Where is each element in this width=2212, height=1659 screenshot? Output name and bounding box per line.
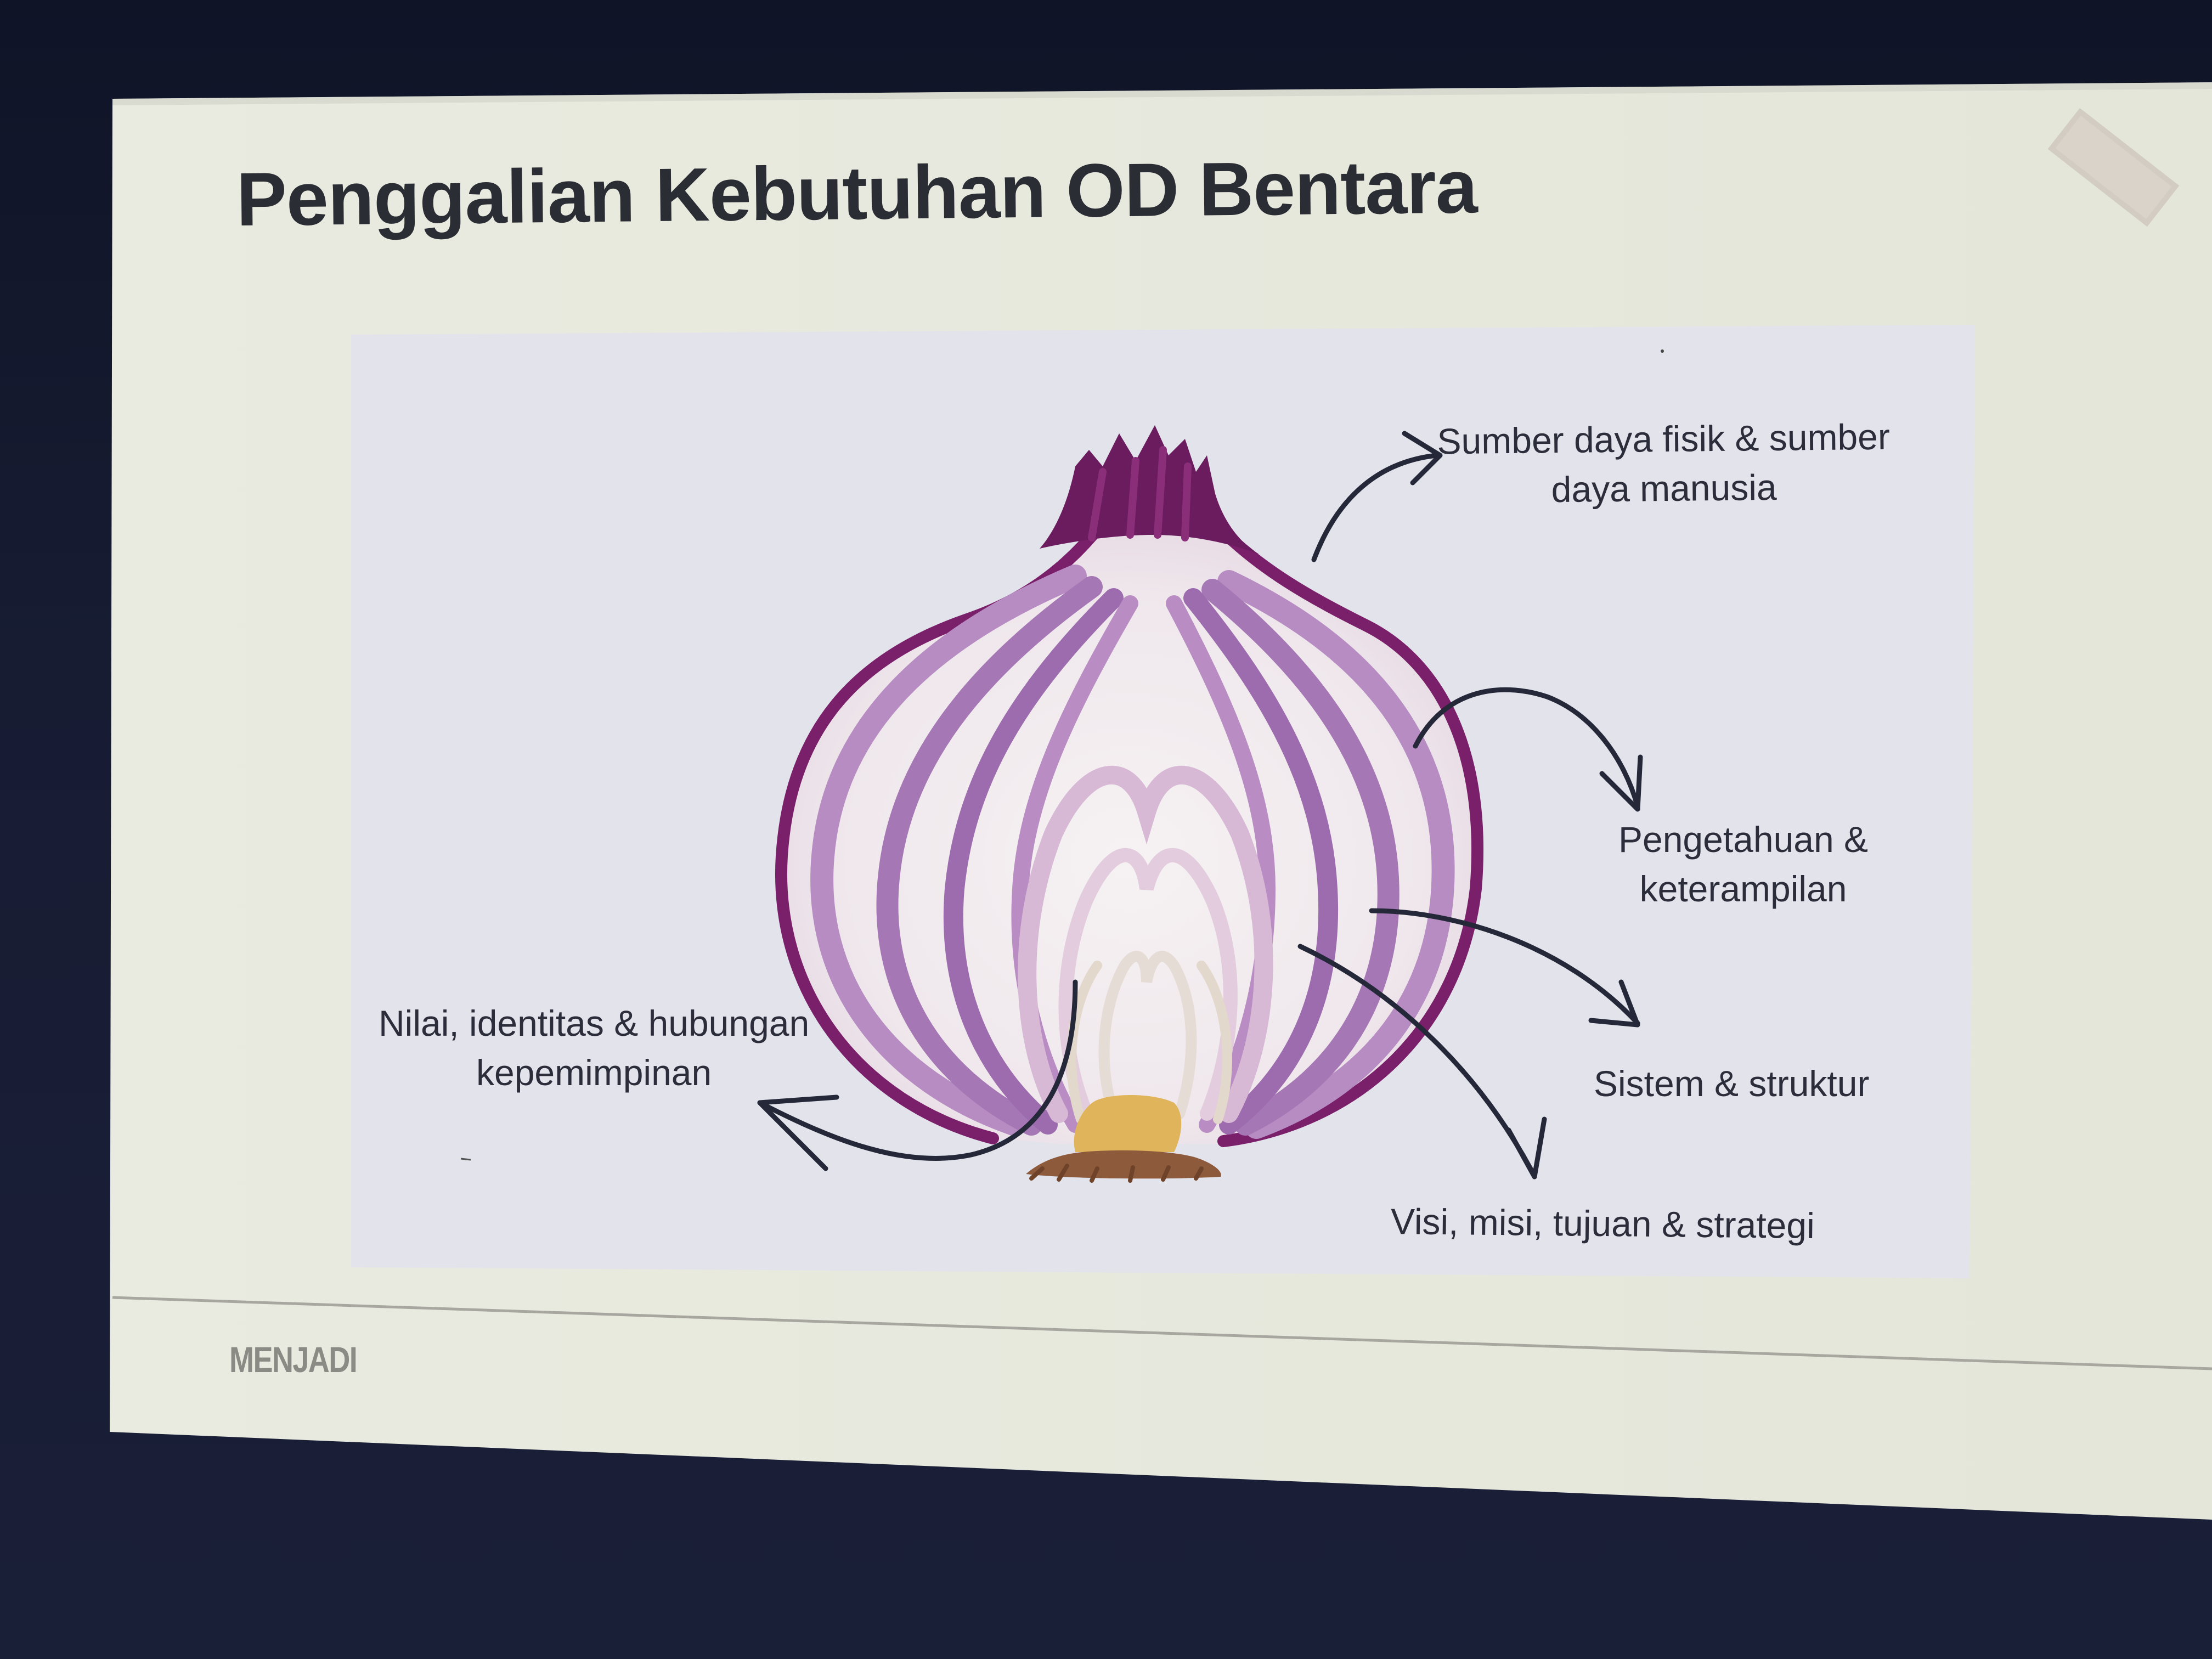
label-visi-line-1: Visi, misi, tujuan & strategi — [1390, 1200, 1815, 1246]
onion-root — [1074, 1094, 1182, 1152]
label-nilai-line-1: Nilai, identitas & hubungan — [379, 1003, 810, 1043]
footer-divider — [112, 1296, 2212, 1370]
footer-brand-logo: MENJADI — [229, 1339, 358, 1380]
label-visi: Visi, misi, tujuan & strategi — [1391, 1197, 1815, 1250]
arrows — [757, 431, 1643, 1180]
label-pengetahuan: Pengetahuan & keterampilan — [1618, 815, 1868, 913]
label-nilai: Nilai, identitas & hubungan kepemimpinan — [379, 998, 809, 1097]
arrow-to-nilai — [757, 979, 1078, 1161]
label-sistem: Sistem & struktur — [1594, 1059, 1869, 1108]
label-nilai-line-2: kepemimpinan — [476, 1052, 712, 1093]
label-pengetahuan-line-2: keterampilan — [1639, 868, 1847, 909]
onion-illustration — [775, 425, 1483, 1183]
label-sumber-daya: Sumber daya fisik & sumber daya manusia — [1437, 412, 1891, 516]
slide-title: Penggalian Kebutuhan OD Bentara — [236, 144, 1478, 242]
label-sumber-daya-line-2: daya manusia — [1551, 466, 1777, 510]
label-pengetahuan-line-1: Pengetahuan & — [1618, 819, 1869, 860]
tape-decoration — [2047, 108, 2180, 227]
label-sistem-line-1: Sistem & struktur — [1594, 1063, 1870, 1104]
arrow-to-pengetahuan — [1413, 687, 1640, 809]
arrow-to-sistem — [1369, 908, 1640, 1026]
arrow-to-sumber-daya — [1311, 453, 1440, 562]
label-sumber-daya-line-1: Sumber daya fisik & sumber — [1437, 416, 1891, 462]
